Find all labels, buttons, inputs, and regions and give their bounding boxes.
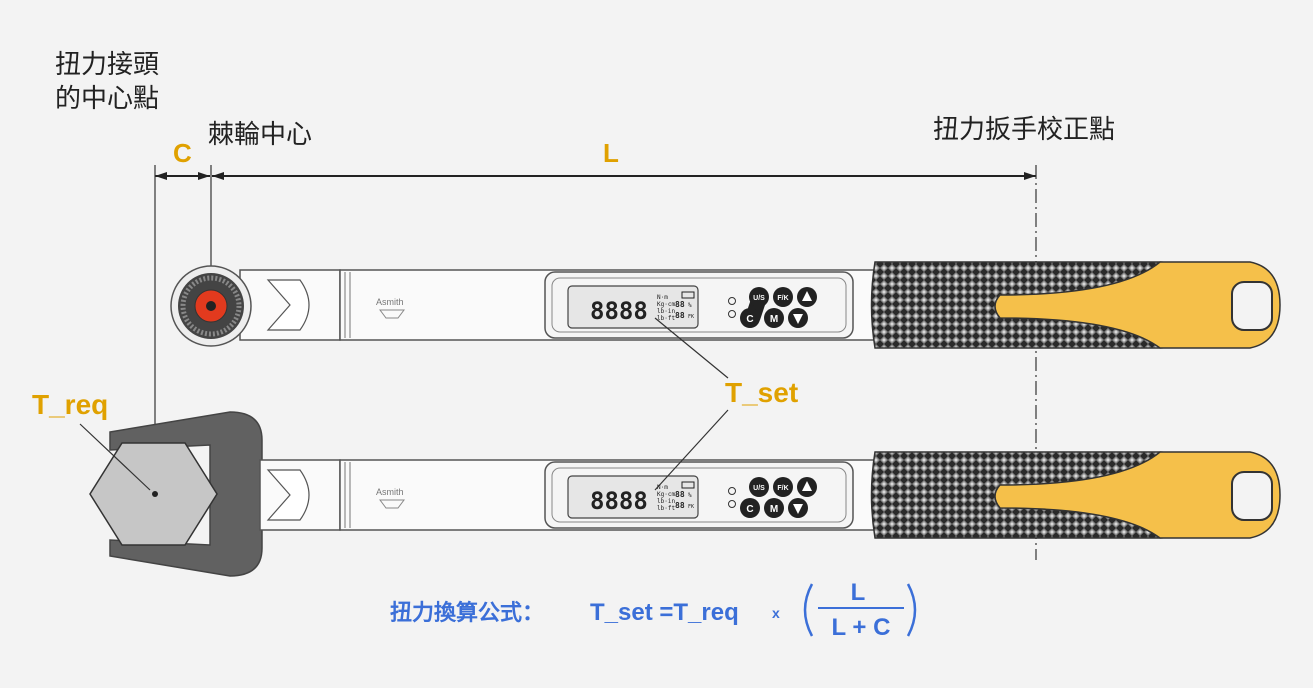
- lcd-unit-kgcm-top: Kg·cm: [657, 301, 675, 308]
- bottom-wrench: Asmith 8888 N·m Kg·cm lb·in lb·ft 88 88 …: [89, 411, 1281, 577]
- formula-prefix: 扭力換算公式：: [390, 600, 544, 626]
- brand-logo-bottom: Asmith: [376, 487, 404, 497]
- lcd-unit-kgcm-bottom: Kg·cm: [657, 491, 675, 498]
- formula-denominator: L + C: [832, 614, 891, 641]
- lcd-small-1-bottom: 88: [675, 490, 685, 499]
- down-arrow-icon-bottom: [793, 504, 803, 514]
- label-calibration-point: 扭力扳手校正點: [933, 115, 1115, 145]
- label-drive-center-line2: 的中心點: [55, 84, 159, 114]
- lcd-pct-bottom: %: [688, 492, 692, 499]
- top-wrench: Asmith 8888 N·m Kg·cm lb·in lb·ft 88 88 …: [170, 261, 1281, 349]
- brand-logo-top: Asmith: [376, 297, 404, 307]
- c-button-bottom: [740, 498, 760, 518]
- lcd-unit-lbin-bottom: lb·in: [657, 498, 675, 505]
- lcd-digits-bottom: 8888: [590, 487, 648, 515]
- fk-button-bottom: [773, 477, 793, 497]
- label-ratchet-center: 棘輪中心: [208, 120, 312, 150]
- m-button-label-bottom: M: [770, 504, 778, 515]
- t-set-leader-top: [654, 317, 729, 379]
- fk-button-top: [773, 287, 793, 307]
- dimension-l-label: L: [603, 138, 619, 168]
- lcd-unit-lbin-top: lb·in: [657, 308, 675, 315]
- label-drive-center-line1: 扭力接頭: [55, 50, 159, 80]
- formula-times: x: [772, 605, 780, 621]
- lcd-fk-bottom: FK: [688, 504, 694, 510]
- lcd-small-1-top: 88: [675, 300, 685, 309]
- fk-button-label-bottom: F/K: [777, 485, 788, 492]
- lcd-unit-nm-bottom: N·m: [657, 484, 668, 491]
- lcd-fk-top: FK: [688, 314, 694, 320]
- us-button-label-bottom: U/S: [753, 485, 765, 492]
- formula-numerator: L: [851, 579, 866, 606]
- lcd-small-2-top: 88: [675, 311, 685, 320]
- battery-icon-top: [681, 291, 695, 299]
- lcd-digits-top: 8888: [590, 297, 648, 325]
- lcd-small-2-bottom: 88: [675, 501, 685, 510]
- right-paren: [906, 583, 917, 637]
- m-button-label-top: M: [770, 314, 778, 325]
- c-button-top: [740, 308, 760, 328]
- formula-lhs: T_set =T_req: [590, 599, 739, 626]
- t-req-label: T_req: [32, 389, 108, 420]
- down-arrow-icon: [793, 314, 803, 324]
- t-req-leader: [79, 423, 151, 491]
- torque-formula: 扭力換算公式： T_set =T_req x L L + C: [390, 579, 917, 641]
- m-button-top: [764, 308, 784, 328]
- lcd-pct-top: %: [688, 302, 692, 309]
- lcd-unit-lbft-top: lb·ft: [657, 315, 675, 322]
- us-button-top: [749, 287, 769, 307]
- c-button-label-top: C: [746, 314, 753, 325]
- us-button-bottom: [749, 477, 769, 497]
- up-arrow-icon-bottom: [802, 481, 812, 491]
- dimension-c-label: C: [173, 138, 192, 168]
- t-set-leader-bottom: [654, 409, 729, 491]
- c-button-label-bottom: C: [746, 504, 753, 515]
- us-button-label-top: U/S: [753, 295, 765, 302]
- up-arrow-icon: [802, 291, 812, 301]
- battery-icon-bottom: [681, 481, 695, 489]
- left-paren: [803, 583, 814, 637]
- lcd-unit-lbft-bottom: lb·ft: [657, 505, 675, 512]
- lcd-unit-nm-top: N·m: [657, 294, 668, 301]
- fk-button-label-top: F/K: [777, 295, 788, 302]
- t-set-label: T_set: [725, 377, 798, 408]
- m-button-bottom: [764, 498, 784, 518]
